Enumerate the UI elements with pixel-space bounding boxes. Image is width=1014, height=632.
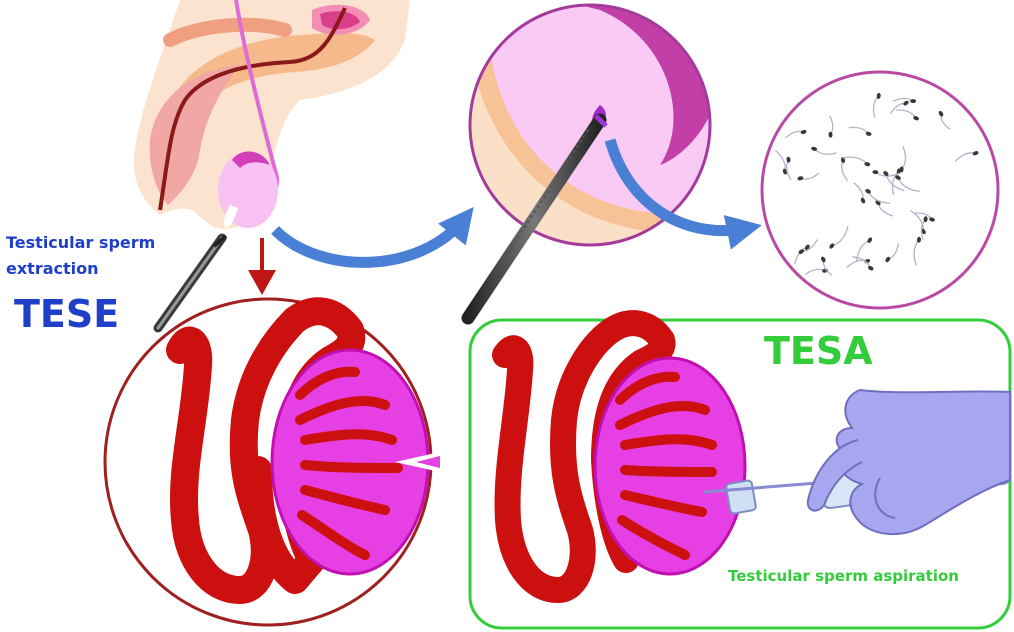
sperm-cell-icon — [865, 131, 872, 136]
sperm-cell-icon — [876, 92, 881, 99]
sperm-sample-view — [760, 70, 1000, 310]
pelvic-anatomy-illustration — [133, 0, 410, 229]
tesa-testis-cross-section — [492, 310, 747, 603]
sperm-cell-icon — [872, 170, 879, 175]
sperm-cell-icon — [885, 256, 891, 263]
sperm-cell-icon — [938, 110, 944, 117]
sperm-cell-icon — [868, 265, 874, 271]
sperm-cell-icon — [895, 175, 901, 180]
sperm-cell-icon — [782, 168, 788, 175]
tese-title: TESE — [14, 292, 120, 336]
sperm-cell-icon — [929, 217, 935, 222]
sperm-cell-icon — [883, 170, 889, 177]
sperm-cell-icon — [923, 216, 928, 223]
tesa-subtitle: Testicular sperm aspiration — [728, 567, 959, 585]
arrow-down-to-testis — [248, 238, 276, 295]
sperm-cell-icon — [786, 156, 791, 163]
sperm-cell-icon — [910, 99, 917, 104]
sperm-cell-icon — [800, 129, 807, 135]
sperm-cell-icon — [867, 237, 873, 243]
sperm-cell-icon — [804, 244, 810, 250]
flow-arrow-to-magnified-view — [271, 206, 474, 268]
sperm-cell-icon — [821, 256, 826, 263]
forceps-icon — [461, 113, 608, 325]
tese-subtitle-line1: Testicular sperm — [6, 233, 156, 252]
flow-arrow-to-sperm-view — [604, 138, 762, 250]
sperm-cell-icon — [972, 151, 979, 156]
sperm-cell-icon — [798, 249, 804, 255]
sperm-cell-icon — [797, 176, 804, 181]
sperm-cell-icon — [899, 166, 904, 173]
sperm-cell-icon — [913, 116, 919, 121]
sperm-cell-icon — [921, 228, 926, 235]
tese-subtitle-line2: extraction — [6, 259, 99, 278]
sperm-cell-icon — [860, 197, 866, 204]
sperm-cell-icon — [916, 236, 922, 243]
gloved-hand-icon — [806, 388, 1011, 536]
forceps-icon — [153, 233, 228, 333]
tese-testis-cross-section — [103, 297, 440, 627]
sperm-cell-icon — [865, 189, 871, 194]
sperm-cell-icon — [829, 243, 835, 249]
sperm-cell-icon — [828, 131, 833, 138]
sperm-cell-icon — [811, 146, 818, 151]
sperm-cell-icon — [903, 100, 909, 106]
sperm-cell-icon — [864, 162, 871, 167]
tese-subtitle: Testicular sperm extraction — [6, 230, 206, 282]
magnified-biopsy-view — [468, 3, 712, 247]
sperm-cell-icon — [840, 157, 846, 164]
tesa-title: TESA — [764, 329, 873, 373]
